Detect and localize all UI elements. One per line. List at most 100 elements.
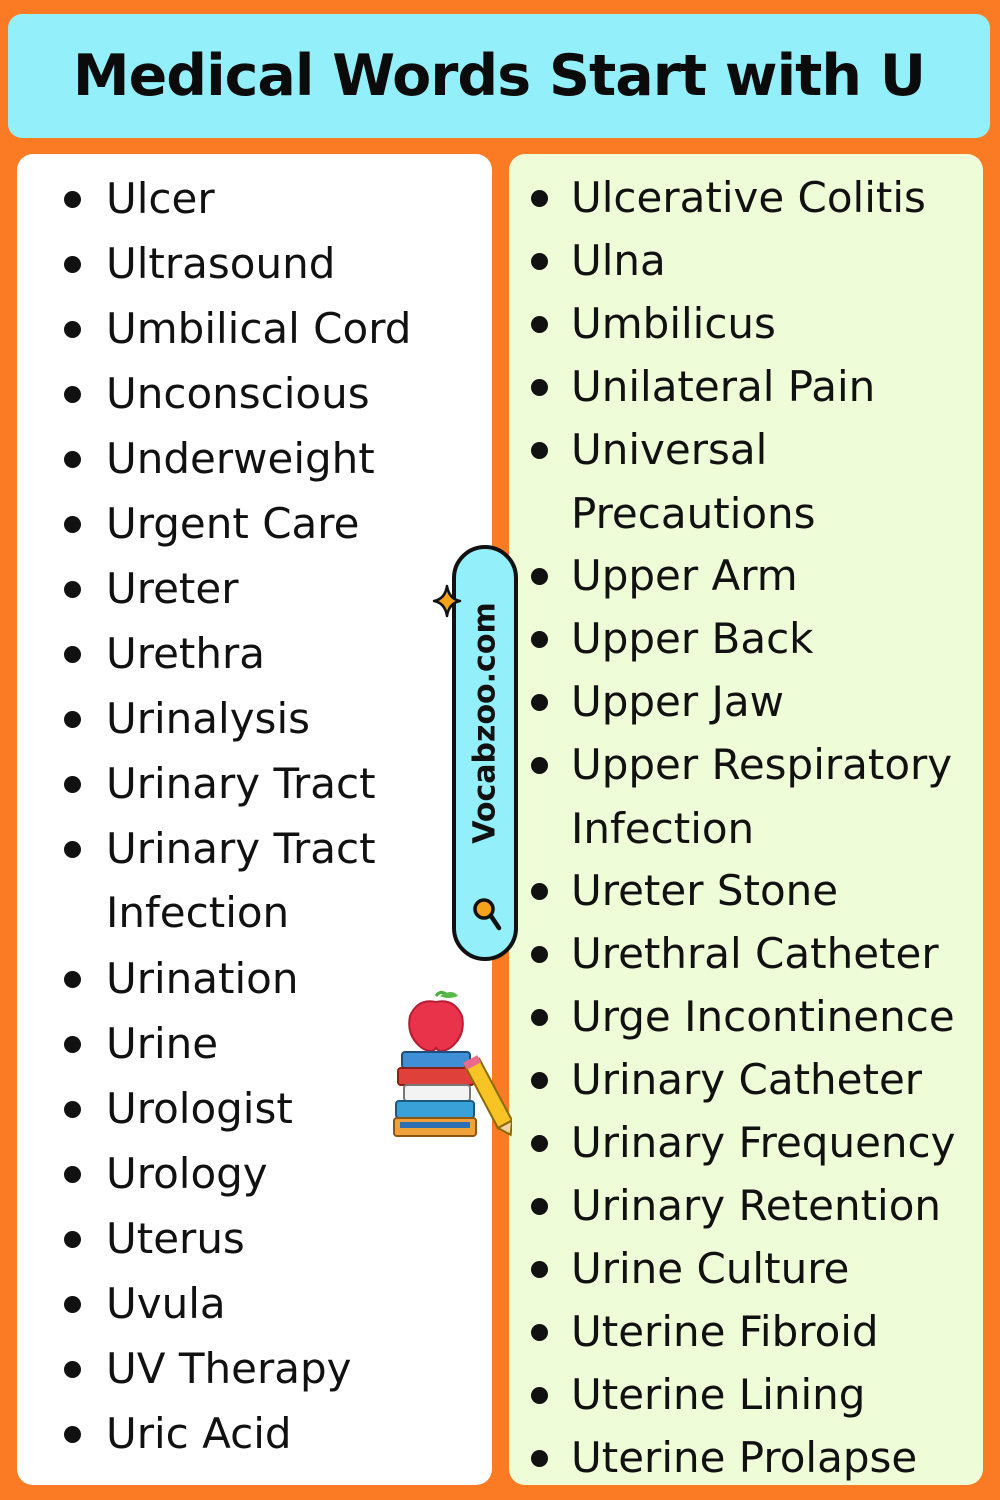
bullet-icon bbox=[64, 1361, 81, 1378]
list-item-line: Infection bbox=[106, 888, 290, 937]
list-item-line: Uterine Fibroid bbox=[571, 1307, 879, 1356]
list-item-line: Urethral Catheter bbox=[571, 929, 939, 978]
list-item-text: Ultrasound bbox=[106, 232, 335, 296]
list-item-line: Upper Arm bbox=[571, 551, 798, 600]
bullet-icon bbox=[531, 883, 548, 900]
bullet-icon bbox=[64, 451, 81, 468]
list-item-text: Uterine Fibroid bbox=[571, 1300, 879, 1364]
bullet-icon bbox=[531, 442, 548, 459]
list-item-text: Urology bbox=[106, 1142, 268, 1206]
list-item-line: Urinary Catheter bbox=[571, 1055, 923, 1104]
list-item-line: Unilateral Pain bbox=[571, 362, 876, 411]
list-item-line: Urine Culture bbox=[571, 1244, 850, 1293]
list-item-line: Urinary Tract bbox=[106, 824, 376, 873]
list-item-text: Uvula bbox=[106, 1272, 226, 1336]
list-item-line: Urge Incontinence bbox=[571, 992, 955, 1041]
apple-books-pencil-icon bbox=[393, 990, 512, 1137]
title-banner: Medical Words Start with U bbox=[8, 14, 990, 138]
bullet-icon bbox=[64, 1101, 81, 1118]
list-item-text: Urethra bbox=[106, 622, 265, 686]
list-item-text: Urologist bbox=[106, 1077, 293, 1141]
bullet-icon bbox=[531, 568, 548, 585]
list-item-line: Ulcerative Colitis bbox=[571, 173, 926, 222]
list-item-line: Uvula bbox=[106, 1279, 226, 1328]
list-item-text: Uterine Lining bbox=[571, 1363, 865, 1427]
list-item-line: Uterine Prolapse bbox=[571, 1433, 918, 1482]
bullet-icon bbox=[64, 1426, 81, 1443]
list-item-line: Underweight bbox=[106, 434, 375, 483]
list-item-line: Urinalysis bbox=[106, 694, 310, 743]
bullet-icon bbox=[531, 1387, 548, 1404]
list-item-text: Urine bbox=[106, 1012, 218, 1076]
list-item-line: Urgent Care bbox=[106, 499, 360, 548]
bullet-icon bbox=[531, 316, 548, 333]
bullet-icon bbox=[531, 1072, 548, 1089]
list-item-line: Urethra bbox=[106, 629, 266, 678]
list-item-text: Ulcerative Colitis bbox=[571, 166, 926, 230]
list-item-text: Ulcer bbox=[106, 167, 215, 231]
list-item-line: Urine bbox=[106, 1019, 219, 1068]
bullet-icon bbox=[64, 256, 81, 273]
list-item-line: Precautions bbox=[571, 489, 816, 538]
list-item-line: Ultrasound bbox=[106, 239, 336, 288]
list-item-line: Uterine Lining bbox=[571, 1370, 866, 1419]
bullet-icon bbox=[64, 711, 81, 728]
list-item-text: Uterus bbox=[106, 1207, 245, 1271]
list-item-text: Ulna bbox=[571, 229, 666, 293]
bullet-icon bbox=[64, 646, 81, 663]
bullet-icon bbox=[531, 379, 548, 396]
list-item-line: Urinary Tract bbox=[106, 759, 376, 808]
bullet-icon bbox=[64, 1036, 81, 1053]
bullet-icon bbox=[64, 1296, 81, 1313]
page-title: Medical Words Start with U bbox=[72, 43, 926, 109]
list-item-text: Upper Jaw bbox=[571, 670, 784, 734]
list-item-text: Uterine Prolapse bbox=[571, 1426, 917, 1490]
list-item-line: Umbilicus bbox=[571, 299, 776, 348]
bullet-icon bbox=[64, 581, 81, 598]
bullet-icon bbox=[531, 1135, 548, 1152]
bullet-icon bbox=[64, 1231, 81, 1248]
list-item-line: Ulcer bbox=[106, 174, 215, 223]
bullet-icon bbox=[531, 190, 548, 207]
list-item-text: Ureter Stone bbox=[571, 859, 838, 923]
list-item-line: UV Therapy bbox=[106, 1344, 352, 1393]
list-item-line: Upper Jaw bbox=[571, 677, 784, 726]
bullet-icon bbox=[64, 516, 81, 533]
bullet-icon bbox=[531, 253, 548, 270]
list-item-text: Underweight bbox=[106, 427, 375, 491]
bullet-icon bbox=[64, 841, 81, 858]
list-item-text: Urine Culture bbox=[571, 1237, 849, 1301]
brand-text: Vocabzoo.com bbox=[467, 602, 503, 844]
list-item-text: Unconscious bbox=[106, 362, 370, 426]
magnifier-icon bbox=[473, 898, 502, 931]
list-item-line: Uric Acid bbox=[106, 1409, 292, 1458]
bullet-icon bbox=[64, 1166, 81, 1183]
brand-badge: Vocabzoo.com bbox=[452, 545, 518, 961]
list-item-text: Unilateral Pain bbox=[571, 355, 875, 419]
bullet-icon bbox=[64, 321, 81, 338]
list-item-line: Urology bbox=[106, 1149, 268, 1198]
bullet-icon bbox=[64, 776, 81, 793]
sparkle-icon bbox=[432, 584, 462, 618]
bullet-icon bbox=[531, 757, 548, 774]
list-item-line: Upper Respiratory bbox=[571, 740, 953, 789]
list-item-text: Urgent Care bbox=[106, 492, 359, 556]
list-item-text: Upper Back bbox=[571, 607, 813, 671]
list-item-line: Unconscious bbox=[106, 369, 370, 418]
list-item-line: Ulna bbox=[571, 236, 666, 285]
list-item-line: Urinary Retention bbox=[571, 1181, 942, 1230]
list-item-line: Infection bbox=[571, 804, 755, 853]
bullet-icon bbox=[64, 386, 81, 403]
list-item-text: Urinary Retention bbox=[571, 1174, 941, 1238]
list-item-text: Uric Acid bbox=[106, 1402, 292, 1466]
bullet-icon bbox=[531, 1261, 548, 1278]
list-item-text: Upper Arm bbox=[571, 544, 798, 608]
list-item-line: Ureter Stone bbox=[571, 866, 839, 915]
list-item-line: Urologist bbox=[106, 1084, 293, 1133]
list-item-line: Universal bbox=[571, 425, 768, 474]
